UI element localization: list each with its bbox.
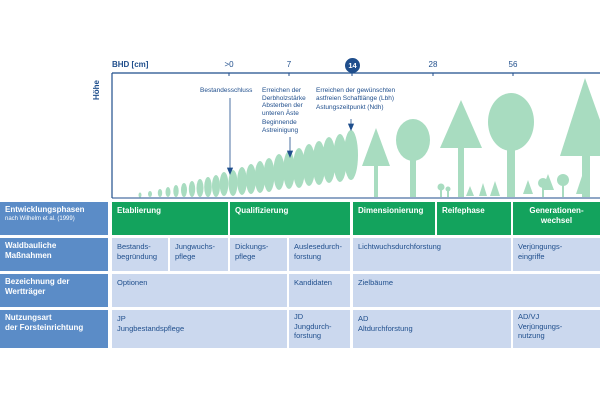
annotation-bestandesschluss: Bestandesschluss [200,87,253,94]
tree-icon [458,148,464,197]
arrow-head [226,167,234,176]
tick-28: 28 [428,60,438,69]
row-header-werttraeger: Bezeichnung der Wertträger [0,274,108,307]
row-header-entwicklungsphasen: Entwicklungsphasen nach Wilhelm et al. (… [0,202,108,235]
annotation-lbh: Erreichen der gewünschten astfreien Scha… [316,87,396,111]
cell-kandidaten: Kandidaten [289,274,350,307]
tree-icon [440,189,442,197]
cell-verjuengungseingriffe: Verjüngungs-eingriffe [513,238,600,271]
tree-icon [560,78,600,156]
tick-7: 7 [286,60,292,69]
cell-auslesedurchforstung: Auslesedurch-forstung [289,238,350,271]
tree-icon [228,170,238,196]
tree-icon [344,130,358,180]
row-header-massnahmen: Waldbauliche Maßnahmen [0,238,108,271]
phase-etablierung: Etablierung [112,202,228,235]
tree-icon [576,176,588,194]
x-axis-label: BHD [cm] [112,60,149,69]
tick-56: 56 [508,60,518,69]
cell-lichtwuchsdurchforstung: Lichtwuchsdurchforstung [353,238,511,271]
tree-icon [283,151,295,189]
annotation-arrows [226,98,355,176]
phase-reifephase: Reifephase [437,202,511,235]
tick-14-highlight: 14 [345,58,360,73]
tree-icon [173,185,179,197]
tree-icon [362,128,390,166]
tree-icon [466,186,474,196]
tree-icon [445,186,451,192]
cell-dickungspflege: Dickungs-pflege [230,238,287,271]
tree-icon [293,148,305,188]
tree-icon [312,141,326,185]
row-header-nutzung: Nutzungsart der Forsteinrichtung [0,310,108,348]
tree-icon [204,177,212,197]
annotation-derbholz: Erreichen der Derbholzstärke Absterben d… [262,87,306,134]
phase-generationenwechsel: Generationen- wechsel [513,202,600,235]
tree-icons [138,78,600,198]
tree-icon [212,175,220,197]
tree-icon [523,180,533,194]
tree-icon [562,184,564,197]
tree-icon [246,164,256,194]
cell-jungwuchspflege: Jungwuchs-pflege [170,238,228,271]
cell-bestandsbegruendung: Bestands-begründung [112,238,168,271]
tree-icon [254,161,266,193]
tree-icon [410,158,416,197]
tree-icon [542,186,544,197]
cell-zielbaeume: Zielbäume [353,274,600,307]
tree-icon [488,93,534,151]
tree-icon [396,119,430,161]
tree-icon [333,134,347,182]
tree-icon [374,166,378,197]
phase-divider-dotted [512,202,513,235]
tree-icon [181,183,187,197]
arrow-head [347,123,355,132]
forest-growth-diagram [111,72,600,199]
tree-icon [196,179,204,197]
phase-qualifizierung: Qualifizierung [230,202,350,235]
tree-icon [237,167,247,195]
tree-icon [263,158,275,192]
tree-icon [148,191,152,197]
tree-icon [440,100,482,148]
tree-icon [302,144,316,186]
cell-optionen: Optionen [112,274,287,307]
phase-dimensionierung: Dimensionierung [353,202,435,235]
arrow-head [286,150,294,159]
tree-icon [219,172,229,196]
tree-icon [490,181,500,196]
tree-icon [165,187,171,197]
tree-icon [507,148,515,197]
tree-icon [582,156,590,197]
tree-icon [273,154,285,190]
tree-icon [322,137,336,183]
tree-icon [557,174,569,186]
tree-icon [542,174,554,190]
tree-icon [188,181,196,197]
tree-icon [447,190,449,197]
tree-icon [138,192,142,198]
tick-0: >0 [224,60,234,69]
tree-icon [157,189,163,197]
tree-icon [479,183,487,196]
tree-icon [437,183,445,191]
